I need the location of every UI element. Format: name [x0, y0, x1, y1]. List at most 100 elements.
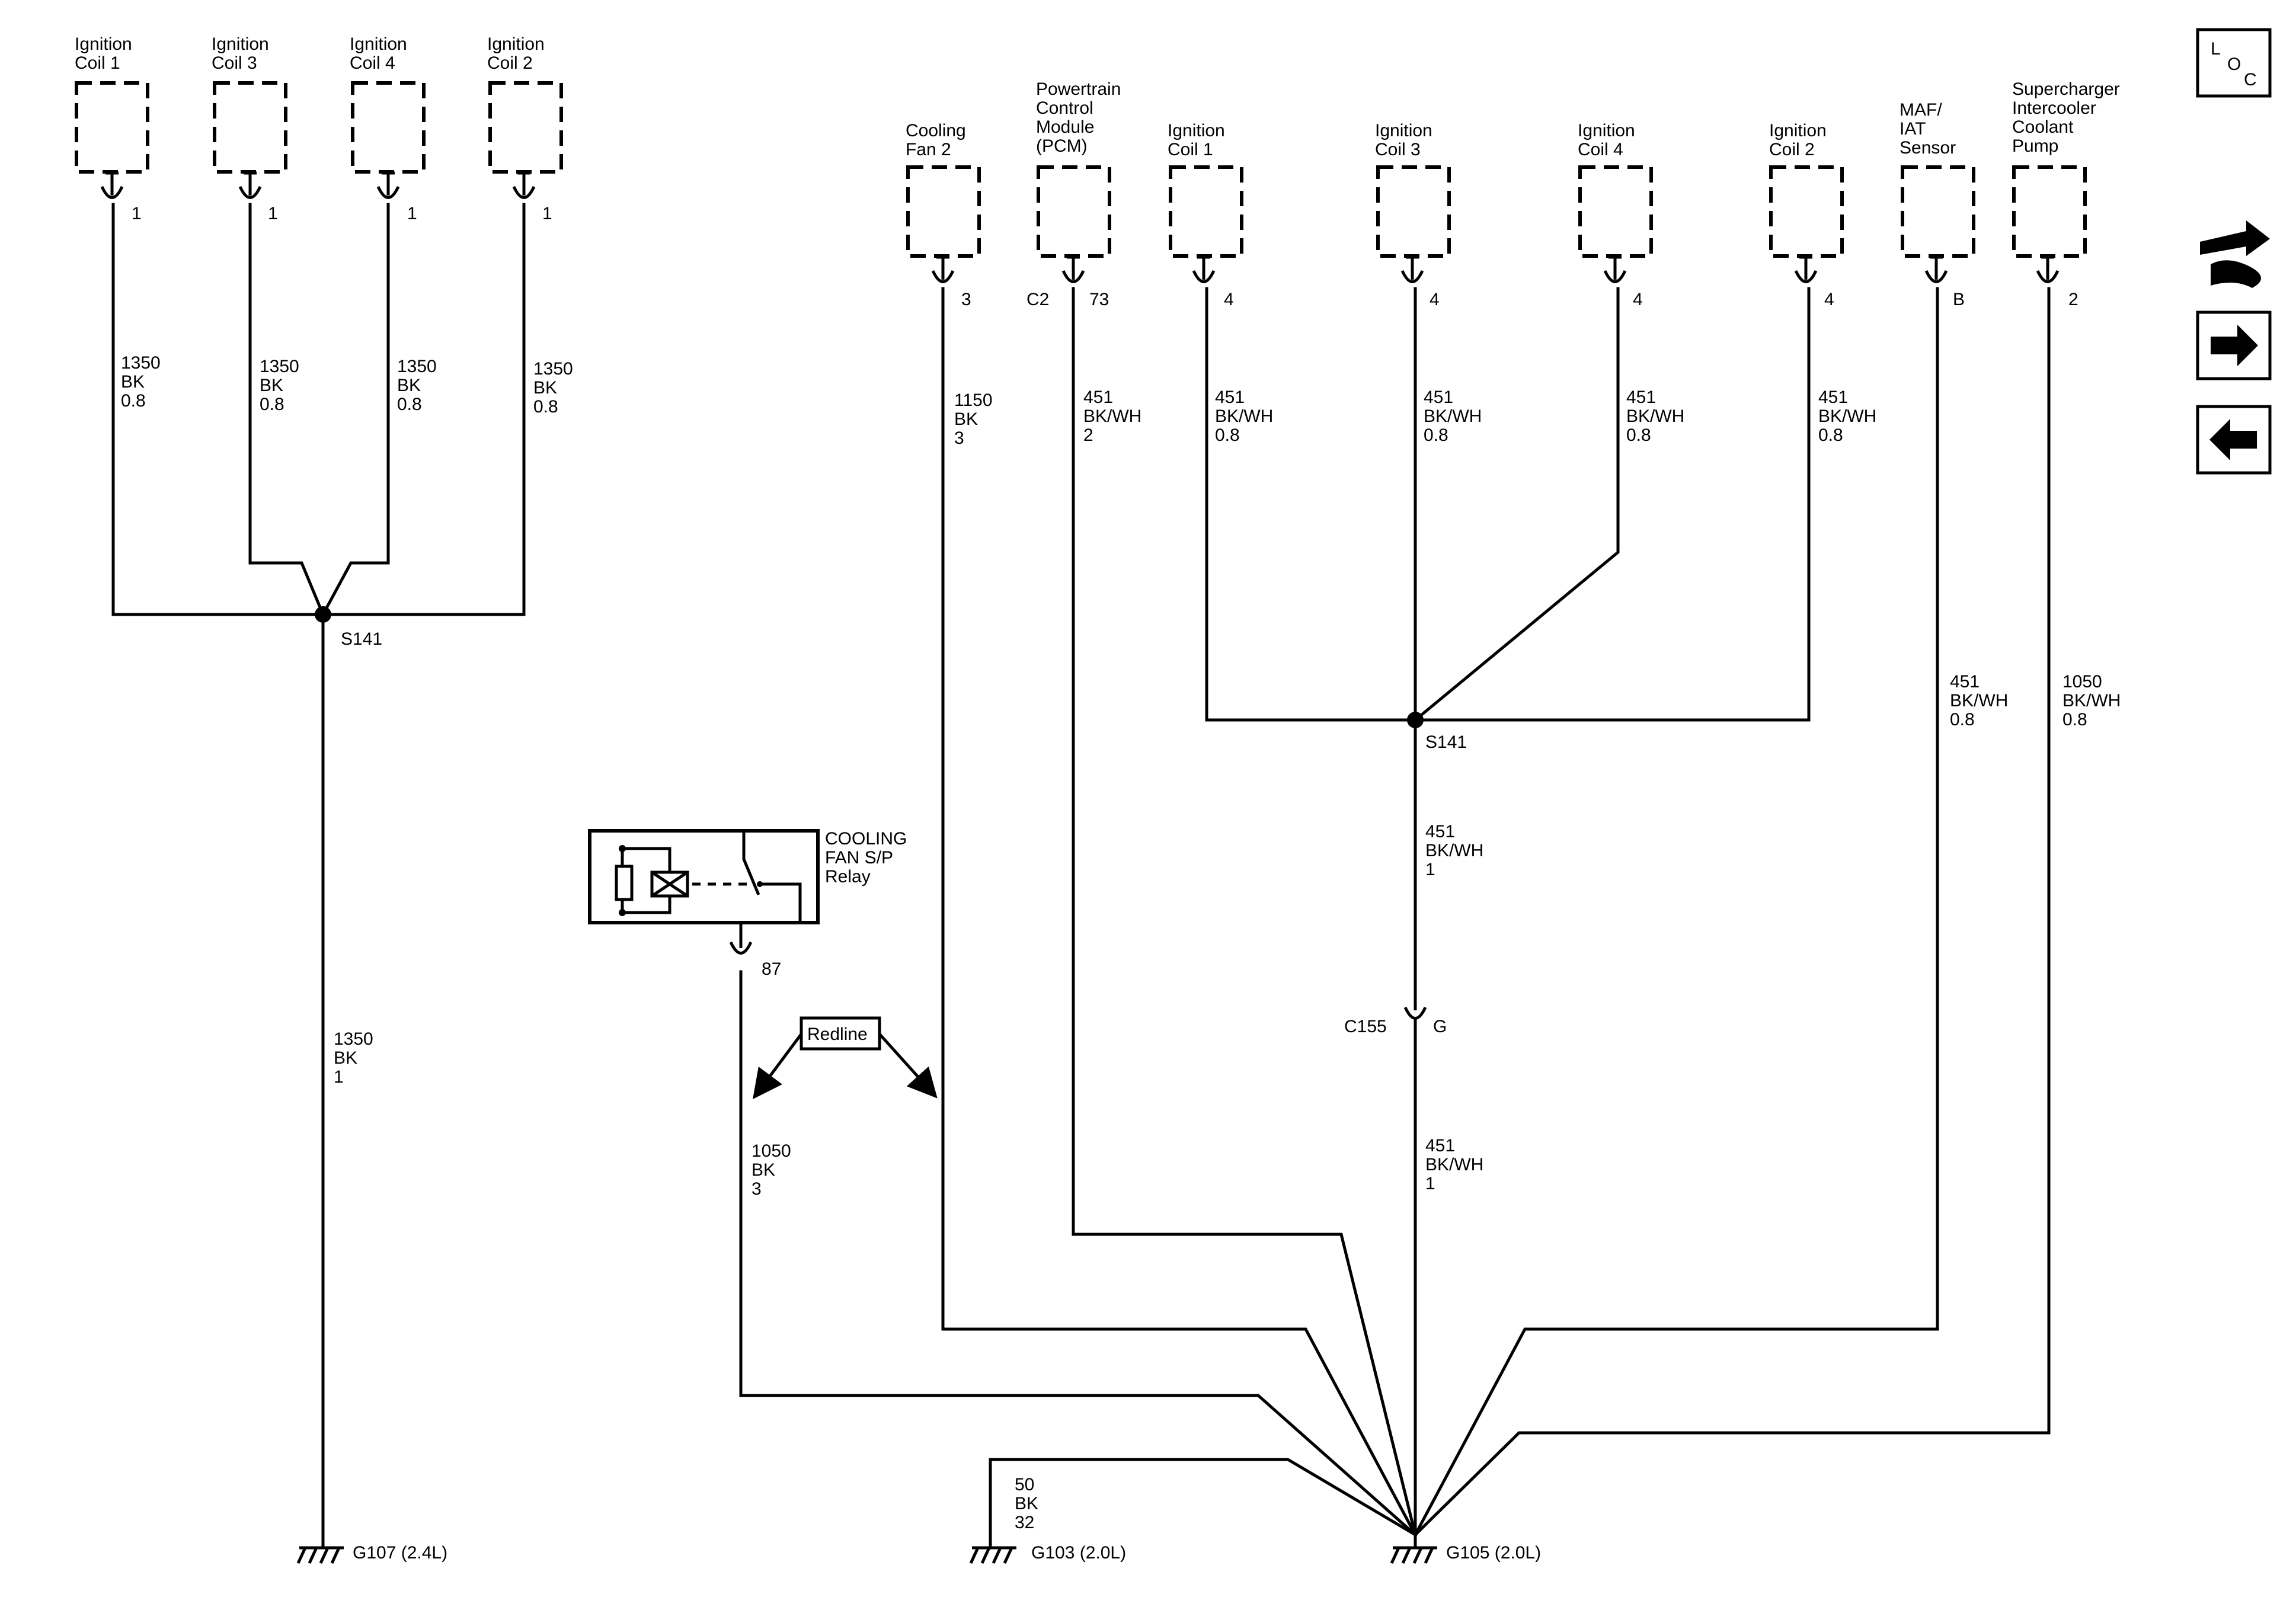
right-wires	[739, 287, 2051, 1550]
right-ignition-coil-3: Ignition Coil 3 4	[1375, 121, 1451, 309]
component-label: Intercooler	[2012, 98, 2096, 118]
ground-hatch	[330, 1547, 341, 1564]
wire-label-rc1: 451 BK/WH 0.8	[1215, 388, 1273, 445]
wire-label-lc2: 1350 BK 0.8	[533, 359, 573, 417]
pin-label: 3	[961, 290, 971, 309]
wire-size: 1	[1425, 1174, 1435, 1193]
wire-left-coil-2	[321, 203, 526, 616]
wire-color: BK	[121, 372, 145, 392]
redline-box	[800, 1016, 881, 1051]
relay-coil-bottom	[622, 896, 671, 914]
ground-hatch	[1390, 1547, 1400, 1564]
loc-letter: L	[2211, 39, 2221, 59]
component-label: Coil 3	[1375, 140, 1421, 159]
pin-label: 4	[1430, 290, 1440, 309]
component-label: Ignition	[1375, 121, 1432, 140]
wire-circuit: 451	[1425, 822, 1455, 841]
splice-label-left: S141	[341, 629, 382, 649]
wire-color: BK/WH	[2062, 691, 2121, 710]
wire-coil-bus	[1205, 287, 1811, 722]
terminal-socket	[931, 270, 955, 283]
wire-label-pcm: 451 BK/WH 2	[1083, 388, 1141, 445]
wire-label-fan2: 1150 BK 3	[954, 391, 993, 448]
ground-label: G105 (2.0L)	[1446, 1543, 1541, 1563]
component-label: Ignition	[75, 34, 132, 54]
component-box	[1578, 165, 1653, 258]
wire-coil-4	[1413, 287, 1620, 722]
wire-circuit: 451	[1818, 388, 1848, 407]
left-ignition-coil-2: Ignition Coil 2 1	[487, 34, 563, 223]
component-label: Ignition	[1578, 121, 1635, 140]
component-label: Coil 1	[75, 53, 120, 73]
ground-hatch	[1412, 1547, 1423, 1564]
component-box	[2012, 165, 2087, 258]
wire-color: BK/WH	[1818, 406, 1876, 426]
relay-label: Relay	[825, 867, 871, 886]
ground-hatch	[992, 1547, 1002, 1564]
pin-label: 1	[542, 204, 552, 223]
terminal-socket	[1924, 270, 1948, 283]
loc-letter: O	[2227, 55, 2241, 74]
pin-label: 4	[1224, 290, 1234, 309]
wire-circuit: 451	[1950, 672, 1980, 692]
component-label: Powertrain	[1036, 79, 1121, 99]
loc-button[interactable]: L O C	[2196, 28, 2272, 98]
wire-label-rc4: 451 BK/WH 0.8	[1626, 388, 1684, 445]
ground-hatch	[319, 1547, 330, 1564]
relay-label: FAN S/P	[825, 848, 893, 868]
next-page-button[interactable]	[2196, 311, 2272, 380]
splice-dot-right	[1407, 712, 1424, 728]
wire-label-g103: 50 BK 32	[1015, 1475, 1038, 1532]
pin-label: 2	[2068, 290, 2078, 309]
wire-size: 1	[1425, 860, 1435, 879]
wire-circuit: 1050	[752, 1141, 791, 1161]
relay-coil-top	[622, 847, 671, 872]
ground-hatch	[1424, 1547, 1434, 1564]
component-label: Control	[1036, 98, 1093, 118]
wire-size: 0.8	[397, 395, 422, 414]
terminal-socket	[1603, 270, 1627, 283]
component-box	[1901, 165, 1975, 258]
component-label: IAT	[1900, 119, 1926, 139]
terminal-socket	[512, 185, 536, 199]
wire-size: 0.8	[533, 397, 558, 417]
arrow-left-icon	[2209, 419, 2257, 460]
relay-node	[619, 909, 626, 916]
redline-arrow-left	[753, 1033, 803, 1100]
wire-label-relay: 1050 BK 3	[752, 1141, 791, 1199]
pin-label: 1	[132, 204, 142, 223]
wire-color: BK/WH	[1083, 406, 1141, 426]
component-label: (PCM)	[1036, 136, 1088, 156]
component-label: Coil 4	[1578, 140, 1623, 159]
wrench-connector-icon[interactable]	[2200, 220, 2270, 288]
wire-size: 2	[1083, 425, 1093, 445]
wire-circuit: 1350	[397, 357, 437, 376]
component-label: Ignition	[1168, 121, 1225, 140]
wire-size: 0.8	[1424, 425, 1448, 445]
wire-relay	[739, 970, 1418, 1537]
component-label: Supercharger	[2012, 79, 2120, 99]
wire-label-c155-down: 451 BK/WH 1	[1425, 1136, 1483, 1193]
loc-letter: C	[2244, 70, 2257, 89]
ground-hatch	[308, 1547, 318, 1564]
wire-color: BK	[260, 376, 283, 395]
relay-node	[619, 845, 626, 852]
component-box	[1769, 165, 1844, 258]
relay-switch-contact	[760, 882, 802, 923]
component-label: Ignition	[350, 34, 407, 54]
wire-circuit: 451	[1424, 388, 1453, 407]
maf-iat-sensor: MAF/ IAT Sensor B	[1900, 100, 1975, 309]
wire-circuit: 451	[1215, 388, 1245, 407]
right-ignition-coil-4: Ignition Coil 4 4	[1578, 121, 1653, 309]
component-label: MAF/	[1900, 100, 1942, 120]
component-label: Cooling	[906, 121, 966, 140]
right-ignition-coil-1: Ignition Coil 1 4	[1168, 121, 1243, 309]
redline-label: Redline	[807, 1025, 868, 1044]
prev-page-button[interactable]	[2196, 405, 2272, 475]
cooling-fan-relay: 87 COOLING FAN S/P Relay	[588, 829, 907, 979]
relay-coil-x	[651, 870, 689, 898]
pin-label: 4	[1633, 290, 1643, 309]
cooling-fan-2: Cooling Fan 2 3	[906, 121, 981, 309]
terminal-socket	[1192, 270, 1216, 283]
powertrain-control-module: Powertrain Control Module (PCM) C2 73	[1027, 79, 1121, 309]
